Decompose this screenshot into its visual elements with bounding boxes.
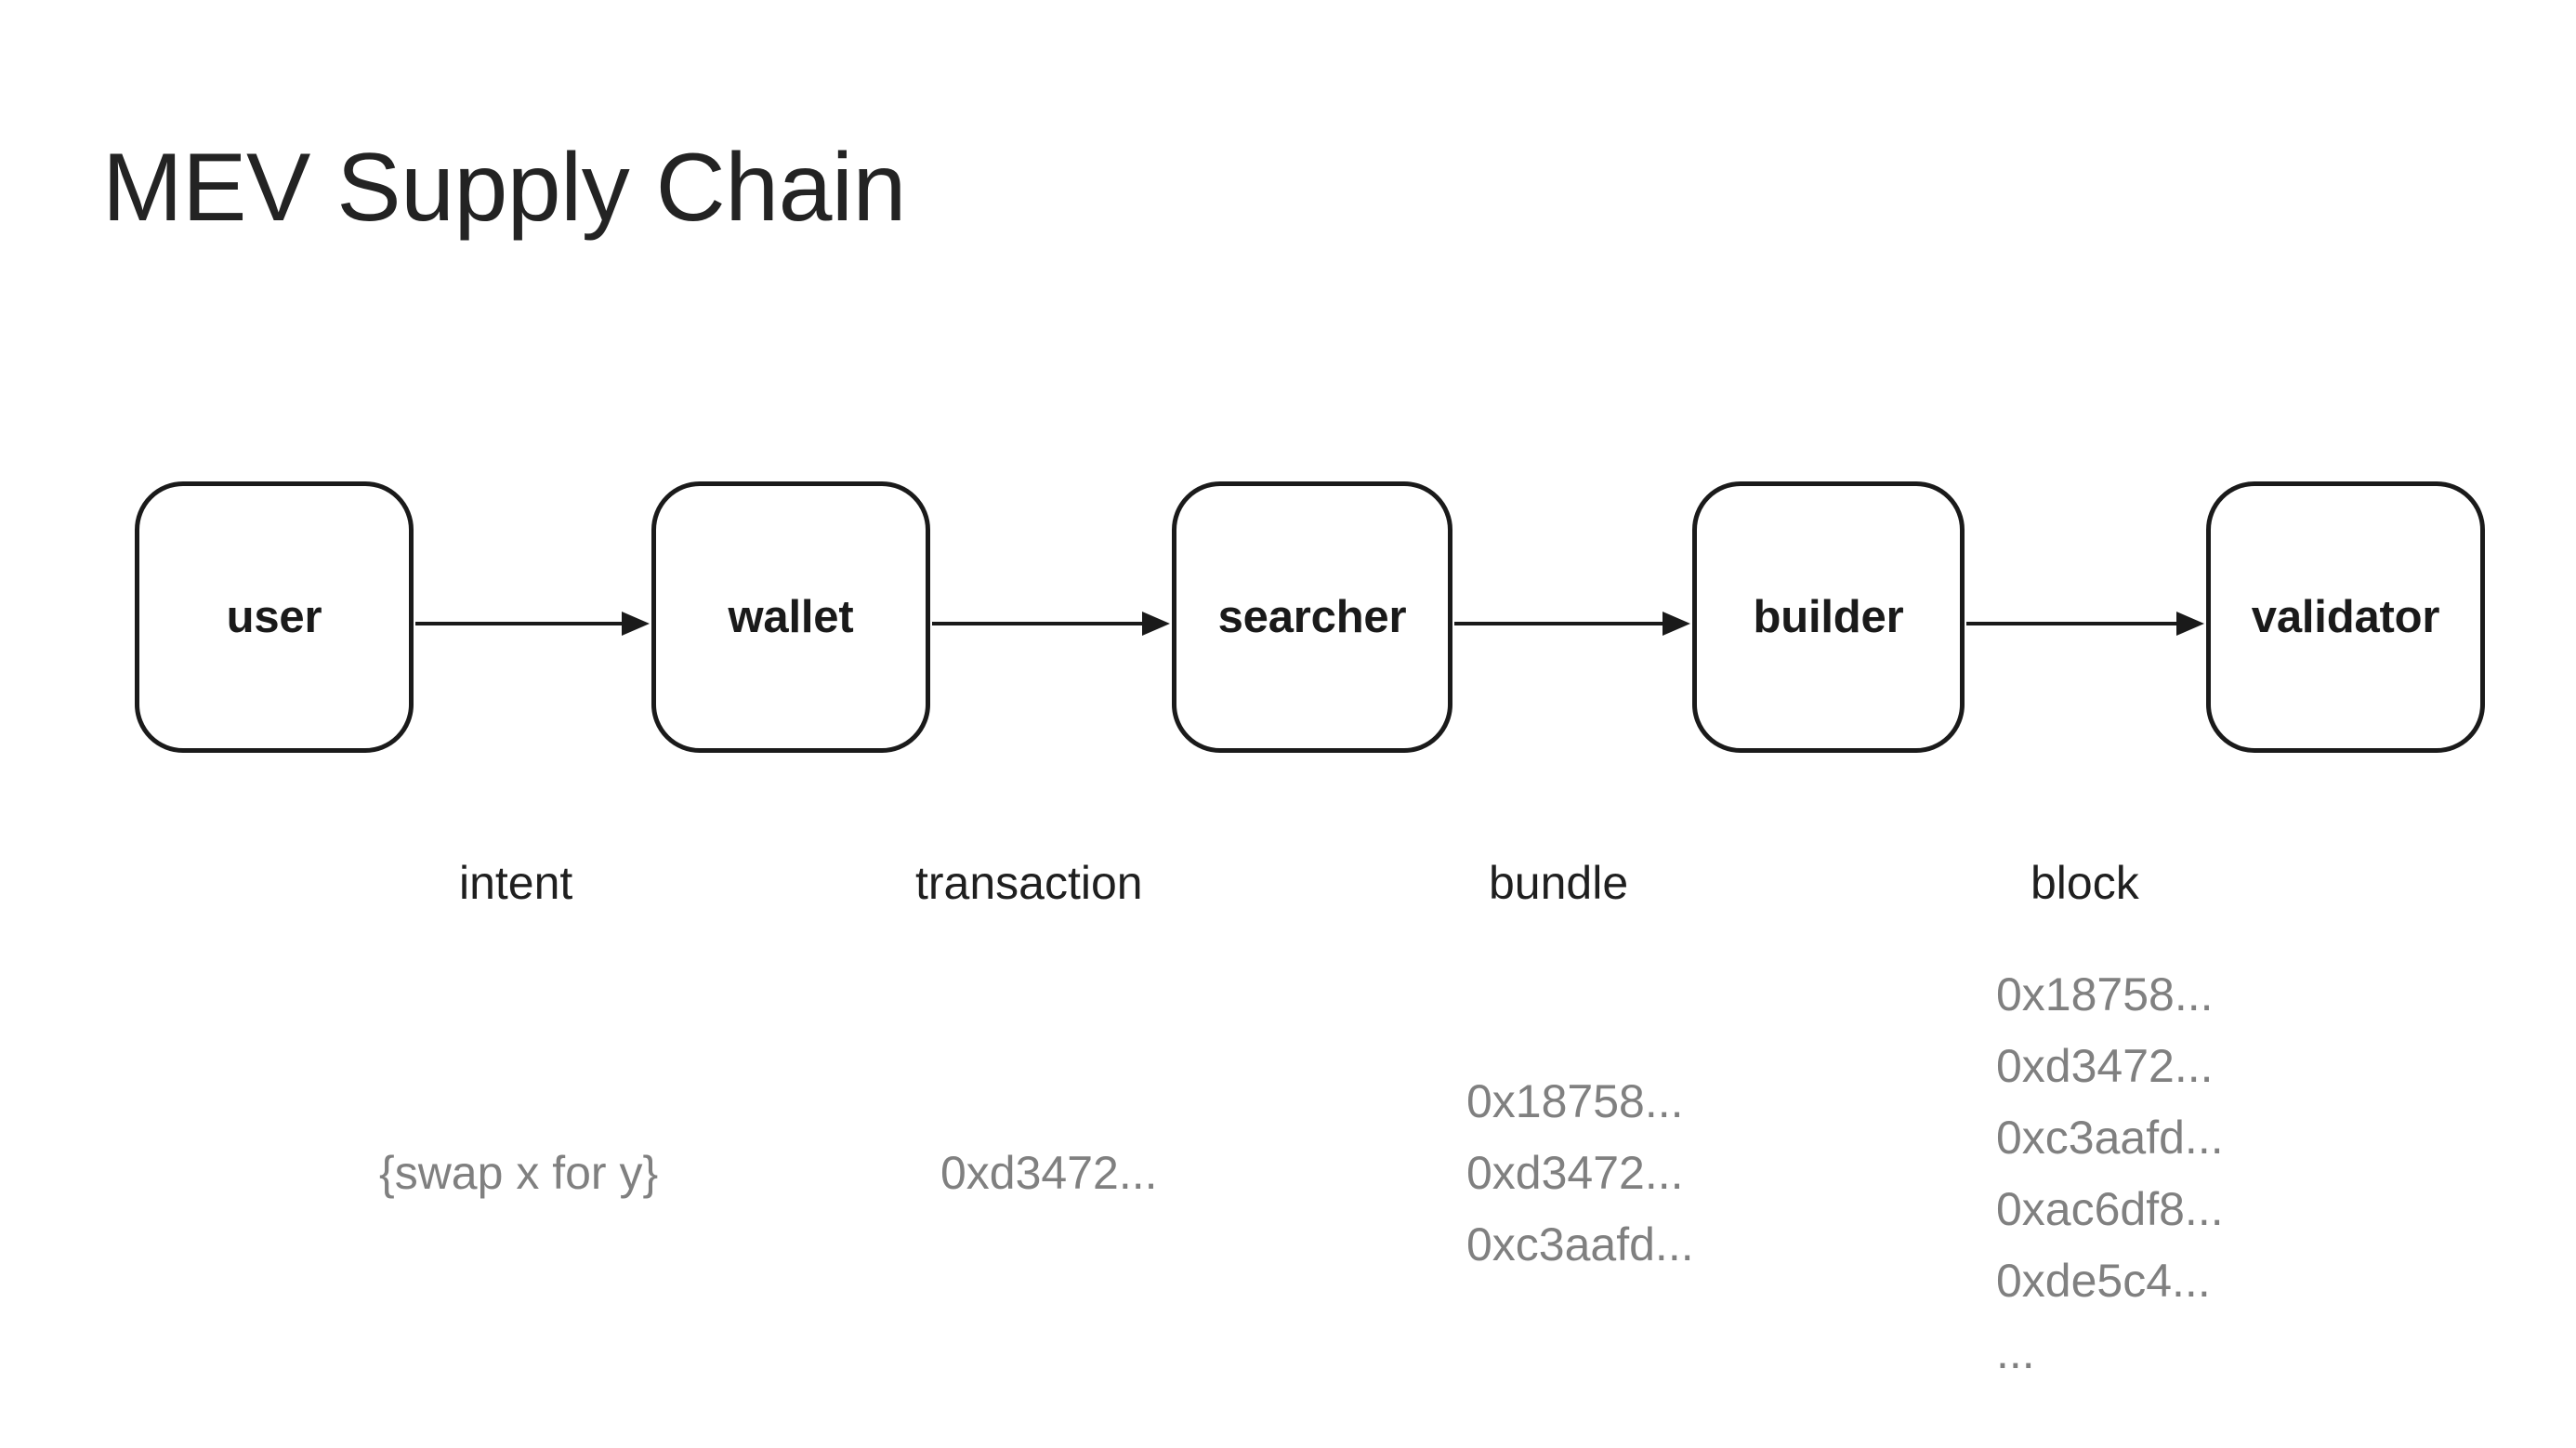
- payload-line: 0xd3472...: [1466, 1147, 1684, 1199]
- edge-label-intent: intent: [459, 857, 573, 909]
- flow-row: user wallet searcher builder val: [0, 481, 2576, 753]
- edge-label-transaction: transaction: [915, 857, 1143, 909]
- payload-line: 0x18758...: [1996, 968, 2214, 1020]
- payload-line: 0xc3aafd...: [1996, 1112, 2224, 1164]
- payload-line: 0xac6df8...: [1996, 1183, 2224, 1235]
- payload-line: 0xde5c4...: [1996, 1255, 2211, 1307]
- edge-label-bundle: bundle: [1489, 857, 1629, 909]
- payload-line: {swap x for y}: [379, 1147, 659, 1199]
- payload-bundle: 0x18758... 0xd3472... 0xc3aafd...: [1466, 1066, 1694, 1281]
- node-user[interactable]: user: [135, 481, 414, 753]
- arrow-head-icon: [2176, 612, 2204, 636]
- payload-line: 0xc3aafd...: [1466, 1218, 1694, 1270]
- node-user-label: user: [226, 592, 322, 642]
- arrow-shaft: [415, 622, 624, 625]
- arrow-searcher-to-builder: [1454, 612, 1690, 636]
- node-validator-label: validator: [2251, 592, 2440, 642]
- arrow-shaft: [932, 622, 1144, 625]
- arrow-builder-to-validator: [1966, 612, 2204, 636]
- node-builder-label: builder: [1753, 592, 1904, 642]
- node-validator[interactable]: validator: [2206, 481, 2485, 753]
- node-searcher-label: searcher: [1217, 592, 1407, 642]
- arrow-shaft: [1966, 622, 2178, 625]
- arrow-head-icon: [1663, 612, 1690, 636]
- arrow-shaft: [1454, 622, 1664, 625]
- payload-intent: {swap x for y}: [379, 1138, 658, 1209]
- payload-block: 0x18758... 0xd3472... 0xc3aafd... 0xac6d…: [1996, 959, 2224, 1389]
- arrow-head-icon: [1142, 612, 1170, 636]
- node-wallet[interactable]: wallet: [651, 481, 930, 753]
- edge-label-block: block: [2031, 857, 2139, 909]
- node-wallet-label: wallet: [728, 592, 854, 642]
- arrow-wallet-to-searcher: [932, 612, 1170, 636]
- page-title: MEV Supply Chain: [102, 134, 906, 242]
- payload-transaction: 0xd3472...: [940, 1138, 1158, 1209]
- payload-line: 0xd3472...: [1996, 1040, 2214, 1092]
- node-searcher[interactable]: searcher: [1172, 481, 1452, 753]
- node-builder[interactable]: builder: [1692, 481, 1965, 753]
- payload-line: 0x18758...: [1466, 1075, 1684, 1127]
- arrow-head-icon: [622, 612, 650, 636]
- arrow-user-to-wallet: [415, 612, 650, 636]
- payload-line: 0xd3472...: [940, 1147, 1158, 1199]
- payload-line: ...: [1996, 1326, 2035, 1378]
